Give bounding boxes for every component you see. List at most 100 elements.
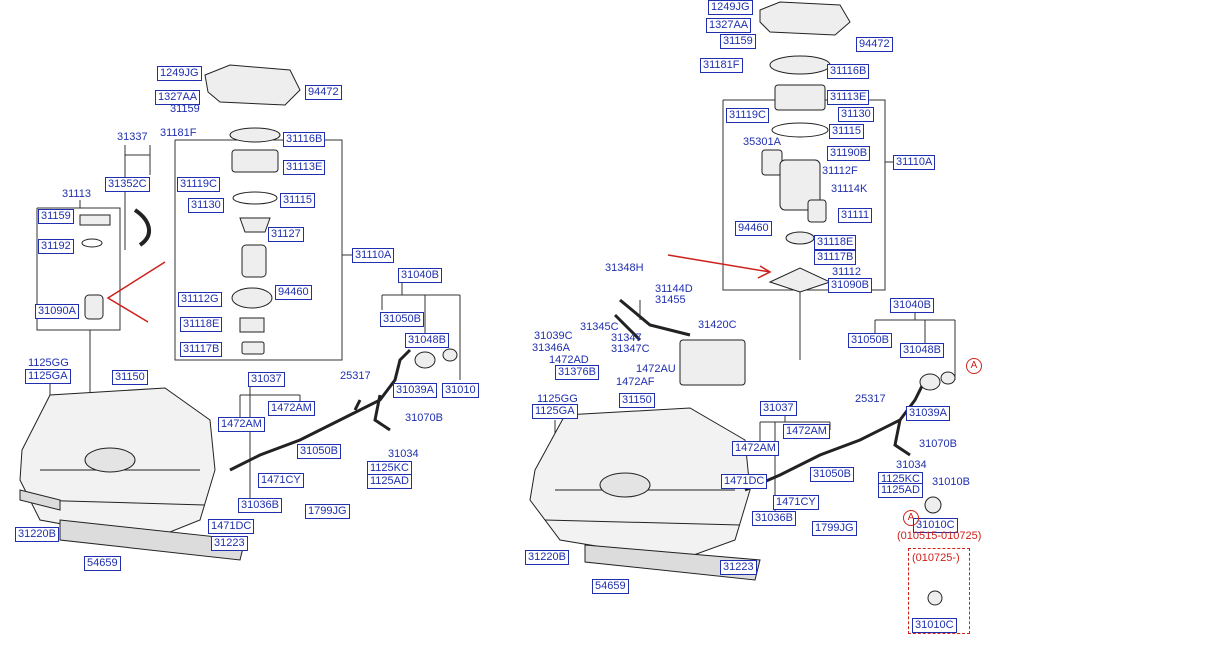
part-31110A[interactable]: 31110A [352, 248, 395, 263]
part-31050B-r[interactable]: 31050B [848, 333, 892, 348]
part-31010[interactable]: 31010 [442, 383, 479, 398]
part-25317[interactable]: 25317 [340, 370, 371, 382]
part-31112-r[interactable]: 31112 [832, 266, 861, 278]
part-1472AU-r[interactable]: 1472AU [636, 363, 676, 375]
part-31010C-r-2[interactable]: 31010C [912, 618, 957, 633]
part-31119C-r[interactable]: 31119C [726, 108, 769, 123]
part-31181F-r[interactable]: 31181F [700, 58, 743, 73]
part-31181F[interactable]: 31181F [160, 127, 197, 139]
part-1125GG[interactable]: 1125GG [28, 357, 69, 369]
part-31050B-2[interactable]: 31050B [297, 444, 341, 459]
part-1472AM-a[interactable]: 1472AM [268, 401, 315, 416]
part-54659[interactable]: 54659 [84, 556, 121, 571]
part-31127[interactable]: 31127 [268, 227, 304, 242]
part-1799JG[interactable]: 1799JG [305, 504, 350, 519]
part-31070B-r[interactable]: 31070B [919, 438, 957, 450]
part-31090A[interactable]: 31090A [35, 304, 79, 319]
part-31150[interactable]: 31150 [112, 370, 148, 385]
part-31114K-r[interactable]: 31114K [831, 183, 868, 195]
part-31455-r[interactable]: 31455 [655, 294, 686, 306]
part-31110A-r[interactable]: 31110A [893, 155, 936, 170]
part-94472-r[interactable]: 94472 [856, 37, 893, 52]
part-31113[interactable]: 31113 [62, 188, 91, 200]
part-31150-r[interactable]: 31150 [619, 393, 655, 408]
part-54659-r[interactable]: 54659 [592, 579, 629, 594]
part-31050B[interactable]: 31050B [380, 312, 424, 327]
part-31037-r[interactable]: 31037 [760, 401, 797, 416]
part-1799JG-r[interactable]: 1799JG [812, 521, 857, 536]
part-31115-r[interactable]: 31115 [829, 124, 864, 139]
part-31159[interactable]: 31159 [170, 103, 200, 115]
part-31048B[interactable]: 31048B [405, 333, 449, 348]
part-1249JG[interactable]: 1249JG [157, 66, 202, 81]
part-1125GA[interactable]: 1125GA [25, 369, 71, 384]
part-31113E[interactable]: 31113E [283, 160, 326, 175]
part-1472AD-r[interactable]: 1472AD [549, 354, 589, 366]
part-31345C-r[interactable]: 31345C [580, 321, 619, 333]
part-31113E-r[interactable]: 31113E [827, 90, 870, 105]
part-35301A-r[interactable]: 35301A [743, 136, 781, 148]
part-31010B-r[interactable]: 31010B [932, 476, 970, 488]
part-31010C-r[interactable]: 31010C [913, 518, 958, 533]
part-31347C-r[interactable]: 31347C [611, 343, 650, 355]
part-1471CY-r[interactable]: 1471CY [773, 495, 819, 510]
part-31159-r[interactable]: 31159 [720, 34, 756, 49]
part-31223[interactable]: 31223 [211, 536, 248, 551]
part-31037[interactable]: 31037 [248, 372, 285, 387]
part-1471DC-r[interactable]: 1471DC [721, 474, 768, 489]
part-94472[interactable]: 94472 [305, 85, 342, 100]
part-1125KC[interactable]: 1125KC [367, 461, 412, 476]
part-31112F-r[interactable]: 31112F [822, 165, 858, 177]
part-31118E-r[interactable]: 31118E [814, 235, 857, 250]
part-31348H-r[interactable]: 31348H [605, 262, 644, 274]
part-31116B-r[interactable]: 31116B [827, 64, 870, 79]
part-31119C[interactable]: 31119C [177, 177, 220, 192]
part-1472AM-r-b[interactable]: 1472AM [732, 441, 779, 456]
part-31115[interactable]: 31115 [280, 193, 315, 208]
part-1472AF-r[interactable]: 1472AF [616, 376, 655, 388]
part-31376B-r[interactable]: 31376B [555, 365, 599, 380]
part-31039A-r[interactable]: 31039A [906, 406, 950, 421]
part-31036B-r[interactable]: 31036B [752, 511, 796, 526]
part-31048B-r[interactable]: 31048B [900, 343, 944, 358]
part-31352C[interactable]: 31352C [105, 177, 150, 192]
part-94460-r[interactable]: 94460 [735, 221, 772, 236]
part-1125AD-r[interactable]: 1125AD [878, 483, 923, 498]
part-31220B-r[interactable]: 31220B [525, 550, 569, 565]
part-31036B[interactable]: 31036B [238, 498, 282, 513]
part-1472AM-r-a[interactable]: 1472AM [783, 424, 830, 439]
part-31111-r[interactable]: 31111 [838, 208, 873, 223]
part-1125GA-r[interactable]: 1125GA [532, 404, 578, 419]
part-31159[interactable]: 31159 [38, 209, 74, 224]
part-94460[interactable]: 94460 [275, 285, 312, 300]
part-1125AD[interactable]: 1125AD [367, 474, 412, 489]
part-31034[interactable]: 31034 [388, 448, 419, 460]
part-31040B[interactable]: 31040B [398, 268, 442, 283]
part-1249JG-r[interactable]: 1249JG [708, 0, 753, 15]
part-1471CY[interactable]: 1471CY [258, 473, 304, 488]
part-1327AA[interactable]: 1327AA [155, 90, 201, 105]
part-31223-r[interactable]: 31223 [720, 560, 757, 575]
part-31040B-r[interactable]: 31040B [890, 298, 934, 313]
part-31117B-r[interactable]: 31117B [814, 250, 857, 265]
part-31118E[interactable]: 31118E [180, 317, 223, 332]
part-31347-r[interactable]: 31347 [611, 332, 642, 344]
part-25317-r[interactable]: 25317 [855, 393, 886, 405]
part-1471DC[interactable]: 1471DC [208, 519, 255, 534]
part-31070B[interactable]: 31070B [405, 412, 443, 424]
part-31116B[interactable]: 31116B [283, 132, 326, 147]
part-31039C-r[interactable]: 31039C [534, 330, 573, 342]
part-31112G[interactable]: 31112G [178, 292, 222, 307]
part-31050B-r-2[interactable]: 31050B [810, 467, 854, 482]
part-31130-r[interactable]: 31130 [838, 107, 874, 122]
part-31346A-r[interactable]: 31346A [532, 342, 570, 354]
part-31039A[interactable]: 31039A [393, 383, 437, 398]
part-31130[interactable]: 31130 [188, 198, 224, 213]
part-31420C-r[interactable]: 31420C [698, 319, 737, 331]
part-31034-r[interactable]: 31034 [896, 459, 927, 471]
part-31090B-r[interactable]: 31090B [828, 278, 872, 293]
part-31192[interactable]: 31192 [38, 239, 74, 254]
part-31117B[interactable]: 31117B [180, 342, 223, 357]
part-31190B-r[interactable]: 31190B [827, 146, 871, 161]
part-1125GG-r[interactable]: 1125GG [537, 393, 578, 405]
